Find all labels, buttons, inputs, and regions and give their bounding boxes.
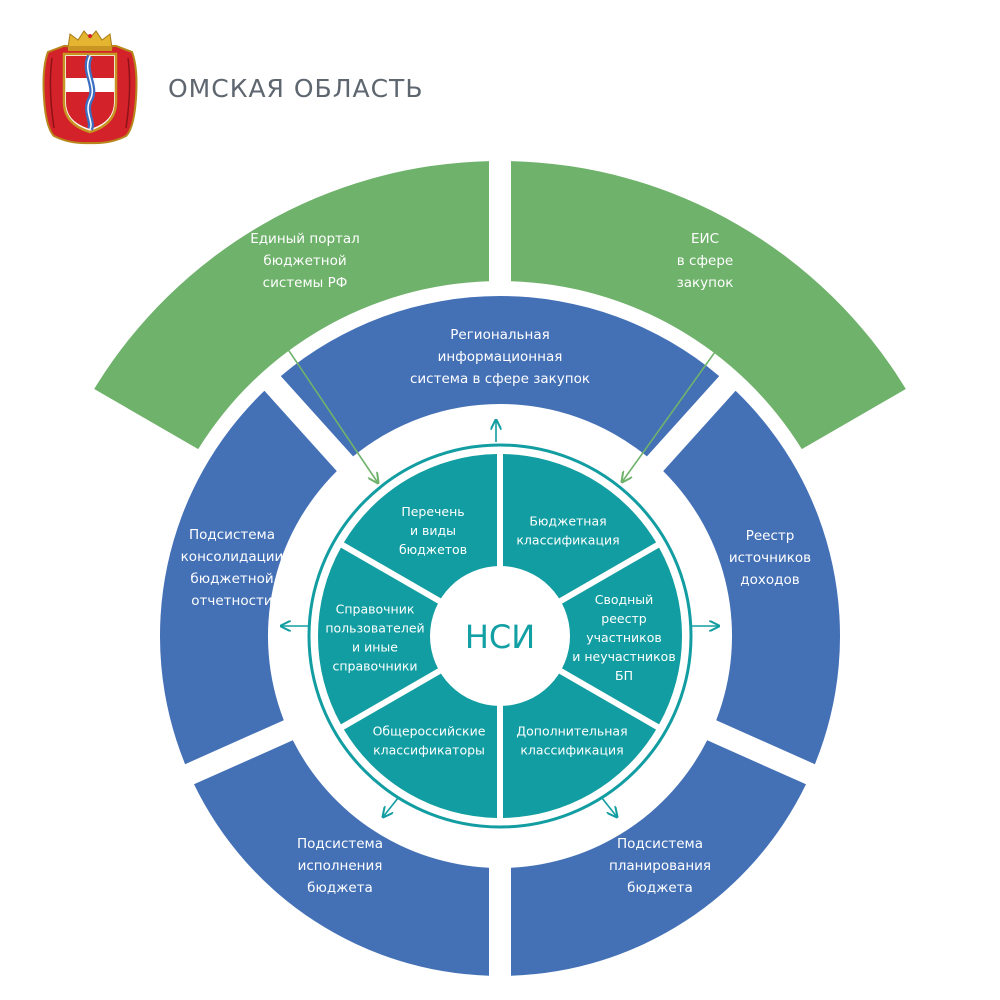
nsi-section-budget-class-label: Бюджетная классификация	[516, 514, 619, 548]
top-system-portal-label: Единый портал бюджетной системы РФ	[250, 231, 360, 291]
top-system-portal-label-line: бюджетной	[263, 253, 346, 269]
nsi-section-budget-list	[343, 454, 497, 604]
top-system-eis-label: ЕИС в сфере закупок	[677, 231, 734, 291]
nsi-section-summary-registry-label-line: БП	[615, 668, 633, 683]
subsystem-registry-label-line: Реестр	[746, 528, 795, 544]
nsi-section-budget-list-label-line: и виды	[410, 523, 456, 538]
nsi-section-all-russian-class-label-line: классификаторы	[373, 743, 485, 758]
nsi-section-all-russian-class-label: Общероссийские классификаторы	[373, 724, 486, 758]
subsystem-consolidation-label-line: отчетности	[191, 593, 272, 609]
nsi-hub-label: НСИ	[465, 618, 535, 656]
subsystem-regional-label-line: система в сфере закупок	[410, 371, 590, 387]
nsi-section-additional-class-label-line: классификация	[520, 743, 623, 758]
nsi-section-summary-registry-label-line: участников	[586, 630, 661, 645]
arrow-nsi-to-planning	[601, 797, 617, 817]
nsi-section-users-directory-label: Справочник пользователей и иные справочники	[325, 602, 424, 674]
subsystem-planning	[511, 740, 806, 976]
coat-of-arms-logo	[42, 30, 138, 145]
arrow-portal-to-nsi	[280, 338, 378, 483]
subsystem-consolidation-label-line: Подсистема	[189, 527, 275, 543]
subsystem-consolidation-label-line: бюджетной	[190, 571, 273, 587]
nsi-section-additional-class	[503, 668, 657, 818]
nsi-outer-ring	[307, 443, 693, 829]
top-system-portal-label-line: Единый портал	[250, 231, 360, 247]
top-system-eis	[511, 161, 906, 450]
nsi-section-additional-class-label-line: Дополнительная	[516, 724, 627, 739]
nsi-section-users-directory	[317, 547, 447, 725]
subsystem-consolidation	[159, 390, 337, 765]
nsi-section-users-directory-label-line: и иные	[352, 640, 398, 655]
nsi-section-summary-registry-label-line: реестр	[601, 611, 646, 626]
subsystem-consolidation-label-line: консолидации	[181, 549, 284, 565]
subsystem-regional-label-line: информационная	[438, 349, 563, 365]
subsystem-execution-label-line: исполнения	[298, 858, 383, 874]
subsystem-execution	[194, 740, 489, 976]
subsystem-registry-label-line: источников	[729, 550, 811, 566]
nsi-section-all-russian-class	[343, 668, 497, 818]
subsystem-registry	[663, 390, 841, 765]
nsi-section-budget-class	[503, 454, 657, 604]
subsystem-planning-label: Подсистема планирования бюджета	[609, 836, 711, 896]
region-title: ОМСКАЯ ОБЛАСТЬ	[168, 74, 424, 103]
nsi-section-all-russian-class-label-line: Общероссийские	[373, 724, 486, 739]
subsystem-execution-label-line: Подсистема	[297, 836, 383, 852]
subsystem-regional-label: Региональная информационная система в сфер…	[410, 327, 590, 387]
subsystems-ring: Региональная информационная система в сфер…	[159, 296, 841, 976]
nsi-section-budget-class-label-line: Бюджетная	[529, 514, 606, 529]
subsystem-registry-label: Реестр источников доходов	[729, 528, 811, 588]
top-system-portal	[94, 161, 489, 450]
subsystem-regional-label-line: Региональная	[450, 327, 549, 343]
subsystem-consolidation-label: Подсистема консолидации бюджетной отчетност…	[181, 527, 284, 609]
nsi-section-budget-list-label-line: Перечень	[401, 504, 464, 519]
nsi-section-additional-class-label: Дополнительная классификация	[516, 724, 627, 758]
connector-arrows	[280, 338, 721, 817]
subsystem-execution-label-line: бюджета	[307, 880, 373, 896]
arrow-eis-to-nsi	[622, 344, 721, 482]
nsi-section-budget-list-label: Перечень и виды бюджетов	[399, 504, 467, 557]
subsystem-regional	[280, 296, 720, 457]
subsystem-registry-label-line: доходов	[740, 572, 799, 588]
nsi-section-summary-registry	[553, 547, 683, 725]
top-systems-ring: Единый портал бюджетной системы РФ ЕИС в сфе…	[94, 161, 906, 450]
top-system-portal-label-line: системы РФ	[263, 275, 348, 291]
subsystem-planning-label-line: бюджета	[627, 880, 693, 896]
nsi-section-budget-list-label-line: бюджетов	[399, 542, 467, 557]
nsi-section-users-directory-label-line: пользователей	[325, 621, 424, 636]
subsystem-execution-label: Подсистема исполнения бюджета	[297, 836, 383, 896]
nsi-section-users-directory-label-line: справочники	[332, 659, 417, 674]
nsi-section-summary-registry-label-line: Сводный	[595, 592, 654, 607]
top-system-eis-label-line: в сфере	[677, 253, 733, 269]
nsi-section-users-directory-label-line: Справочник	[336, 602, 415, 617]
shield-icon	[62, 52, 118, 134]
nsi-hub	[430, 566, 570, 706]
arrow-nsi-to-execution	[383, 797, 399, 817]
top-system-eis-label-line: ЕИС	[691, 231, 719, 247]
subsystem-planning-label-line: планирования	[609, 858, 711, 874]
top-system-eis-label-line: закупок	[677, 275, 734, 291]
crown-icon	[67, 30, 113, 51]
subsystem-planning-label-line: Подсистема	[617, 836, 703, 852]
nsi-section-budget-class-label-line: классификация	[516, 533, 619, 548]
nsi-section-summary-registry-label-line: и неучастников	[572, 649, 675, 664]
